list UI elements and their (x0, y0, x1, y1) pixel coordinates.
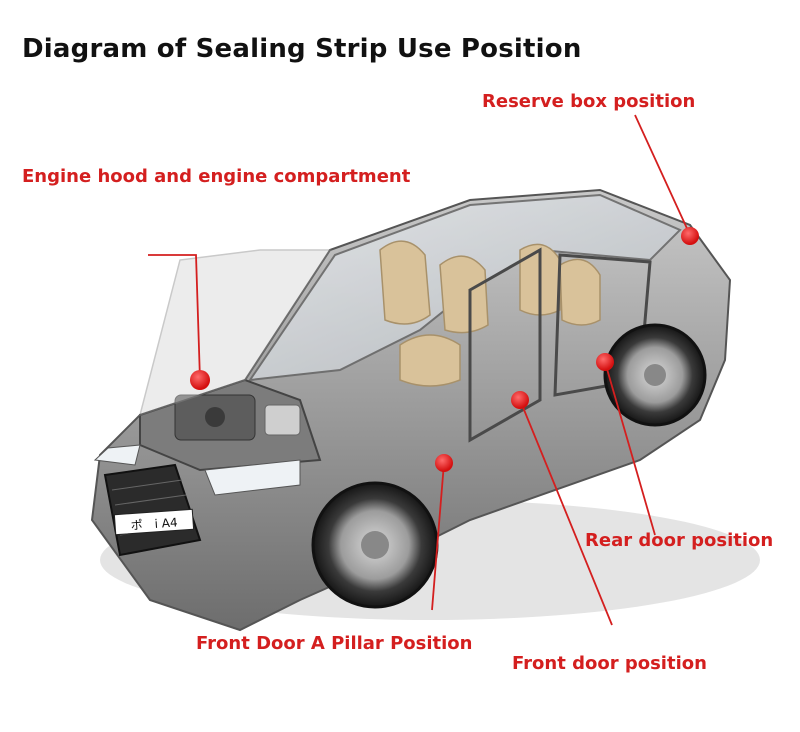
marker-reserve-box (681, 227, 699, 245)
license-plate: ポ i A4 (113, 508, 195, 536)
leader-lines (148, 114, 691, 626)
marker-engine-hood (190, 370, 210, 390)
headlight-right (204, 459, 301, 496)
headlight-left (93, 444, 141, 466)
plate-text: ポ i A4 (130, 515, 178, 532)
label-front-door: Front door position (512, 653, 707, 674)
label-engine-hood: Engine hood and engine compartment (22, 166, 411, 187)
leader-engine-hood (148, 254, 201, 381)
leader-rear-door (604, 361, 656, 536)
marker-a-pillar (435, 454, 453, 472)
open-hood (138, 249, 332, 417)
leader-front-door (519, 399, 613, 626)
front-wheel (311, 481, 439, 609)
interior-seats (379, 240, 601, 387)
rear-wheel (603, 323, 707, 427)
marker-front-door (511, 391, 529, 409)
diagram-title: Diagram of Sealing Strip Use Position (22, 34, 582, 64)
engine-compartment (139, 378, 322, 472)
leader-reserve-box (634, 114, 691, 236)
leader-a-pillar (431, 462, 445, 611)
label-rear-door: Rear door position (585, 530, 774, 551)
label-reserve-box: Reserve box position (482, 91, 696, 112)
label-front-door-a-pillar: Front Door A Pillar Position (196, 633, 473, 654)
marker-rear-door (596, 353, 614, 371)
